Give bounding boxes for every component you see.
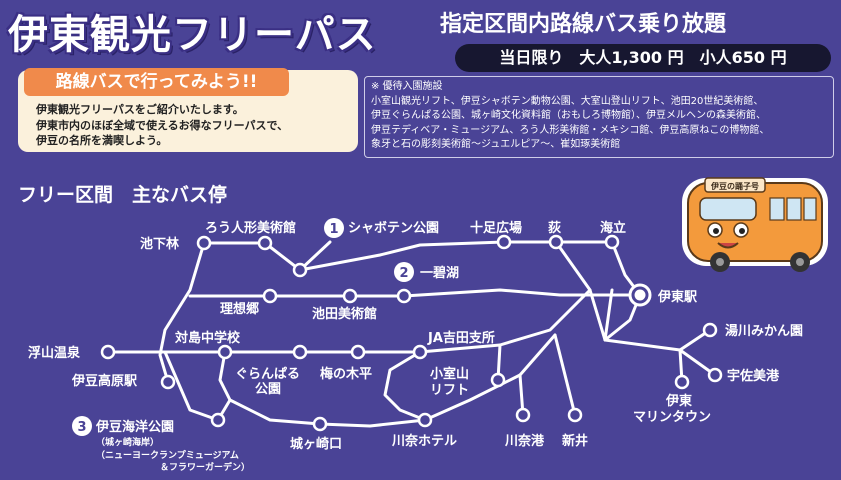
stop-ippeki	[396, 288, 412, 304]
intro-heading: 路線バスで行ってみよう!!	[24, 68, 289, 96]
stop-jogasaki	[312, 416, 328, 432]
label-komuro-2: リフト	[430, 383, 469, 398]
label-usami: 宇佐美港	[727, 368, 780, 384]
facilities-heading: ※ 優待入園施設	[371, 81, 443, 92]
intro-line: 伊東観光フリーパスをご紹介いたします。	[36, 103, 244, 116]
bus-pupil	[713, 228, 719, 234]
stop-risokyo	[262, 288, 278, 304]
bus-stops	[100, 234, 723, 432]
label-ikeshitabayashi: 池下林	[140, 236, 179, 252]
bus-pupil	[739, 228, 745, 234]
stop-labels: 池下林 ろう人形美術館 シャボテン公園 十足広場 荻 海立 一碧湖 伊東駅 理想…	[28, 220, 803, 473]
label-ito: 伊東駅	[657, 289, 698, 305]
label-marine-2: マリンタウン	[633, 410, 711, 425]
intro-line: 伊豆の名所を満喫しよう。	[36, 134, 168, 147]
facilities-line: 伊豆ぐらんぱる公園、城ヶ崎文化資料館（おもしろ博物館）、伊豆メルヘンの森美術館、	[371, 110, 766, 121]
label-marine-1: 伊東	[665, 393, 692, 409]
badge-2	[394, 262, 414, 282]
label-ukiyama: 浮山温泉	[28, 345, 81, 361]
stop-rou	[257, 235, 273, 251]
bus-window	[803, 197, 817, 221]
stop-kawana-port	[515, 407, 531, 423]
label-taishima: 対島中学校	[174, 330, 241, 346]
stop-ikeshitabayashi	[196, 235, 212, 251]
stop-ogi	[548, 234, 564, 250]
label-ja: JA吉田支所	[427, 330, 495, 346]
bus-illustration: 伊豆の踊子号	[682, 177, 828, 272]
page-title: 伊東観光フリーパス	[8, 12, 377, 58]
label-umidate: 海立	[600, 220, 626, 236]
stop-kogen	[160, 374, 176, 390]
stop-ikeda	[342, 288, 358, 304]
bus-body	[687, 182, 823, 262]
badge-3-text: 3	[77, 420, 86, 435]
badge-1	[324, 218, 344, 238]
bus-mouth	[717, 242, 739, 249]
label-kogen: 伊豆高原駅	[71, 373, 138, 389]
label-ikeda: 池田美術館	[312, 306, 377, 322]
stop-yugawa	[702, 322, 718, 338]
facilities-line: 小室山観光リフト、伊豆シャボテン動物公園、大室山登山リフト、池田20世紀美術館、	[371, 95, 764, 107]
stop-ja	[412, 344, 428, 360]
label-kaiyo-sub1: （城ヶ崎海岸）	[96, 436, 159, 448]
stop-marine	[674, 374, 690, 390]
label-granpal-1: ぐらんぱる	[235, 366, 300, 382]
label-ogi: 荻	[548, 220, 562, 236]
label-kawana-port: 川奈港	[504, 433, 545, 449]
bus-hubcap	[796, 258, 804, 266]
stop-arai	[567, 407, 583, 423]
stop-jissoku	[496, 234, 512, 250]
intro-body: 伊東観光フリーパスをご紹介いたします。 伊東市内のほぼ全域で使えるお得なフリーパ…	[36, 102, 350, 149]
label-shaboten: シャボテン公園	[348, 220, 439, 236]
stop-kaiyo	[210, 412, 226, 428]
badge-1-text: 1	[329, 222, 338, 237]
label-rou: ろう人形美術館	[205, 220, 296, 236]
stop-granpal	[292, 344, 308, 360]
price-bar: 当日限り 大人1,300 円 小人650 円	[455, 44, 831, 72]
label-jissoku: 十足広場	[470, 220, 522, 236]
headline: 指定区間内路線バス乗り放題	[440, 12, 727, 37]
bus-hubcap	[716, 258, 724, 266]
label-yugawa: 湯川みかん園	[725, 323, 803, 339]
bus-sign-text: 伊豆の踊子号	[710, 181, 759, 191]
stop-ito-inner	[634, 289, 646, 301]
facilities-line: 伊豆テディベア・ミュージアム、ろう人形美術館・メキシコ館、伊豆高原ねこの博物館、	[371, 124, 770, 136]
label-risokyo: 理想郷	[220, 301, 259, 317]
stop-umenokidaira	[350, 344, 366, 360]
stop-ukiyama	[100, 344, 116, 360]
intro-line: 伊東市内のほぼ全域で使えるお得なフリーパスで、	[36, 118, 289, 132]
label-ippeki: 一碧湖	[420, 265, 459, 281]
stop-umidate	[604, 234, 620, 250]
badge-2-text: 2	[399, 266, 408, 281]
bus-windshield	[699, 197, 757, 221]
facilities-line: 象牙と石の彫刻美術館～ジュエルピア～、崔如琢美術館	[371, 139, 621, 150]
stop-komuro	[490, 372, 506, 388]
stop-usami	[707, 367, 723, 383]
label-granpal-2: 公園	[255, 381, 281, 397]
label-kaiyo-sub3: ＆フラワーガーデン）	[160, 461, 250, 473]
label-kaiyo-sub2: （ニューヨークランプミュージアム	[96, 449, 239, 461]
facilities-box: ※ 優待入園施設 小室山観光リフト、伊豆シャボテン動物公園、大室山登山リフト、池…	[364, 76, 834, 158]
stop-shaboten	[292, 262, 308, 278]
stop-kawana-hotel	[417, 412, 433, 428]
stop-taishima	[217, 344, 233, 360]
label-kawana-hotel: 川奈ホテル	[391, 433, 457, 449]
label-komuro-1: 小室山	[430, 366, 469, 382]
route-map-title: フリー区間 主なバス停	[18, 184, 228, 206]
label-umenokidaira: 梅の木平	[320, 366, 372, 382]
intro-box: 路線バスで行ってみよう!! 伊東観光フリーパスをご紹介いたします。 伊東市内のほ…	[18, 68, 358, 152]
badge-3	[72, 416, 92, 436]
bus-window	[786, 197, 802, 221]
label-jogasaki: 城ヶ崎口	[290, 436, 342, 452]
label-kaiyo: 伊豆海洋公園	[95, 419, 174, 435]
bus-sign	[704, 177, 766, 193]
bus-window	[769, 197, 785, 221]
label-arai: 新井	[562, 433, 588, 449]
